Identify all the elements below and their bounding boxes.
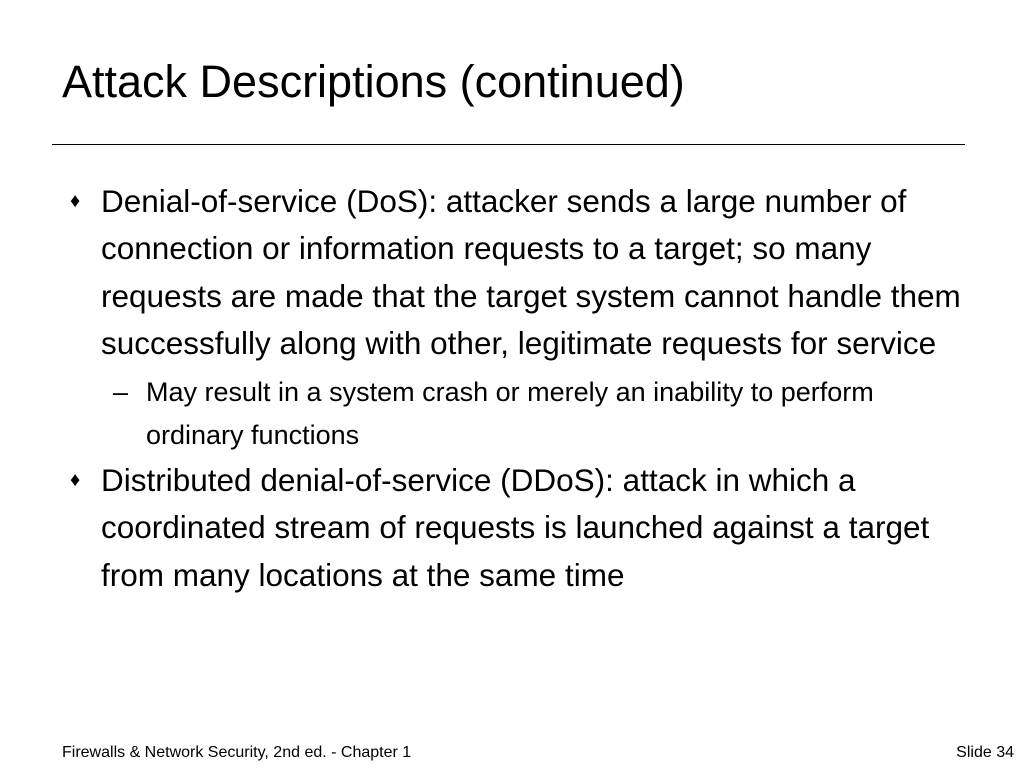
footer-slide-number: Slide 34 (956, 744, 1014, 761)
bullet-item-ddos: ♦ Distributed denial-of-service (DDoS): … (70, 457, 961, 599)
slide-content: ♦ Denial-of-service (DoS): attacker send… (0, 178, 1024, 599)
title-divider (52, 144, 965, 145)
bullet-text: Distributed denial-of-service (DDoS): at… (101, 462, 930, 593)
diamond-bullet-icon: ♦ (70, 469, 81, 492)
footer-course-title: Firewalls & Network Security, 2nd ed. - … (62, 744, 412, 761)
dash-bullet-icon: – (113, 377, 129, 408)
sub-bullet-text: May result in a system crash or merely a… (146, 377, 874, 451)
slide-title: Attack Descriptions (continued) (62, 56, 685, 107)
bullet-text: Denial-of-service (DoS): attacker sends … (101, 183, 961, 361)
sub-bullet-item: – May result in a system crash or merely… (113, 371, 906, 457)
bullet-item-dos: ♦ Denial-of-service (DoS): attacker send… (70, 178, 961, 367)
diamond-bullet-icon: ♦ (70, 190, 81, 212)
